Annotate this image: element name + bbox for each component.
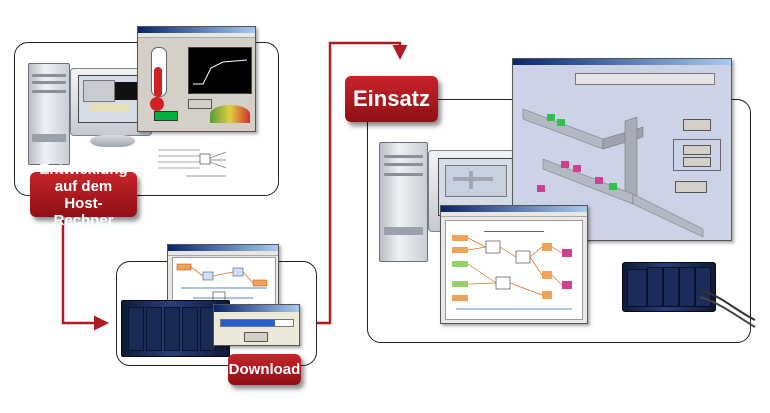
deployment-computer-tower — [379, 142, 428, 262]
download-label-text: Download — [228, 361, 301, 378]
hvac-button-4 — [675, 181, 707, 193]
deployment-label-text: Einsatz — [352, 86, 431, 111]
hvac-block-diagram-window — [440, 205, 588, 324]
block-diagram-snippet — [156, 146, 256, 180]
hvac-button-2 — [683, 145, 711, 155]
download-progress-fill — [221, 320, 275, 326]
deployment-label: Einsatz — [345, 76, 438, 122]
real-time-controller-hardware — [622, 262, 716, 312]
compact-fieldpoint-hardware-download — [121, 300, 230, 357]
hvac-button-3 — [683, 157, 711, 167]
development-label-text: Entwicklung auf dem Host-Rechner — [39, 160, 128, 229]
download-label: Download — [228, 354, 301, 385]
arrow-dev-to-download — [61, 220, 109, 331]
arrow-download-to-deploy — [313, 41, 408, 325]
download-progress-dialog — [213, 304, 300, 346]
hardware-cables — [700, 289, 756, 328]
front-panel-window — [137, 26, 256, 132]
hvac-button-1 — [683, 119, 711, 131]
host-computer-tower — [28, 63, 70, 165]
host-monitor-stand — [90, 135, 135, 147]
development-label: Entwicklung auf dem Host-Rechner — [30, 161, 137, 229]
